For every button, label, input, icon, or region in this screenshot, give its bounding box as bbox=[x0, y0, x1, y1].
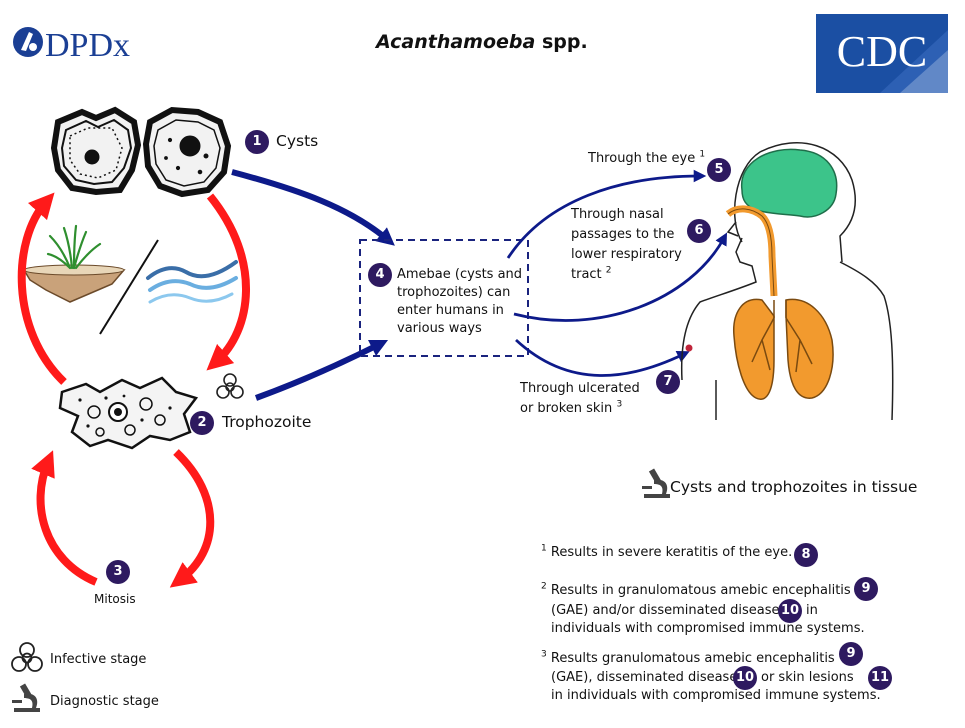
stage-5-footnote: 1 bbox=[699, 149, 706, 160]
footnote-2-line-1: 2 Results in granulomatous amebic enceph… bbox=[541, 581, 851, 598]
legend-diagnostic-label: Diagnostic stage bbox=[50, 694, 159, 709]
lungs-icon bbox=[733, 298, 834, 400]
footnote-1: 1 Results in severe keratitis of the eye… bbox=[541, 543, 793, 560]
soil-icon bbox=[22, 224, 126, 303]
entry-route-arrows bbox=[506, 169, 728, 377]
footnote-3-line-3: in individuals with compromised immune s… bbox=[551, 688, 881, 703]
stage-6-line-2: passages to the bbox=[571, 227, 675, 242]
cdc-logo-text: CDC bbox=[837, 27, 927, 76]
footnote-3-badge-11: 11 bbox=[868, 666, 892, 690]
footnote-2-badge-9: 9 bbox=[854, 577, 878, 601]
brain-icon bbox=[741, 148, 838, 218]
divider-line bbox=[99, 239, 159, 335]
entry-box bbox=[359, 239, 529, 357]
stage-6-line-3: lower respiratory bbox=[571, 247, 682, 262]
stage-6-line-1: Through nasal bbox=[571, 207, 664, 222]
stage-7-line-2: or broken skin 3 bbox=[520, 399, 623, 416]
cyst-drawing-2 bbox=[142, 106, 232, 198]
stage-7-footnote: 3 bbox=[616, 399, 623, 410]
stage-4-line-3: enter humans in bbox=[397, 303, 504, 318]
stage-3-label: Mitosis bbox=[94, 592, 136, 606]
legend-biohazard-icon bbox=[11, 642, 43, 672]
cycle-arrows bbox=[17, 192, 250, 588]
stage-6-footnote: 2 bbox=[605, 265, 612, 276]
dpdx-logo: DPDx bbox=[13, 27, 130, 64]
footnote-3-line-2b: or skin lesions bbox=[761, 670, 854, 685]
transmission-arrows bbox=[231, 169, 395, 401]
stage-5-badge: 5 bbox=[707, 158, 731, 182]
stage-4-line-1: Amebae (cysts and bbox=[397, 267, 523, 282]
genus-name: Acanthamoeba bbox=[376, 31, 536, 53]
water-icon bbox=[146, 260, 238, 304]
footnote-3-badge-10: 10 bbox=[733, 666, 757, 690]
biohazard-icon bbox=[216, 373, 244, 399]
tissue-label: Cysts and trophozoites in tissue bbox=[670, 478, 918, 496]
human-body-outline bbox=[680, 142, 894, 421]
footnote-2-badge-10: 10 bbox=[778, 599, 802, 623]
footnote-2-line-2a: (GAE) and/or disseminated disease bbox=[551, 603, 780, 618]
legend-infective-label: Infective stage bbox=[50, 652, 147, 667]
stage-5-label: Through the eye 1 bbox=[588, 149, 706, 166]
stage-2-label: Trophozoite bbox=[222, 413, 312, 431]
footnote-2-line-2b: in bbox=[806, 603, 818, 618]
dpdx-logo-text: DPDx bbox=[45, 27, 130, 64]
skin-lesion-icon bbox=[685, 344, 693, 352]
footnote-1-badge: 8 bbox=[794, 543, 818, 567]
page-title: Acanthamoeba spp. bbox=[376, 31, 588, 53]
species-abbrev: spp. bbox=[535, 31, 588, 53]
trophozoite-drawing bbox=[58, 376, 199, 450]
stage-2-badge: 2 bbox=[190, 411, 214, 435]
stage-3-badge: 3 bbox=[106, 560, 130, 584]
stage-4-line-4: various ways bbox=[397, 321, 482, 336]
stage-7-line-1: Through ulcerated bbox=[520, 381, 640, 396]
legend-microscope-icon bbox=[12, 683, 40, 712]
cyst-drawing-1 bbox=[50, 106, 142, 196]
footnote-2-line-3: individuals with compromised immune syst… bbox=[551, 621, 865, 636]
footnote-3-line-1: 3 Results granulomatous amebic encephali… bbox=[541, 649, 835, 666]
cdc-logo: CDC bbox=[816, 14, 948, 93]
microscope-icon bbox=[642, 468, 670, 498]
footnote-3-badge-9: 9 bbox=[839, 642, 863, 666]
footnote-3-line-2a: (GAE), disseminated disease bbox=[551, 670, 738, 685]
stage-7-badge: 7 bbox=[656, 370, 680, 394]
stage-4-badge: 4 bbox=[368, 263, 392, 287]
stage-1-badge: 1 bbox=[245, 130, 269, 154]
stage-6-line-4: tract 2 bbox=[571, 265, 612, 282]
stage-6-badge: 6 bbox=[687, 219, 711, 243]
stage-1-label: Cysts bbox=[276, 132, 319, 150]
stage-4-line-2: trophozoites) can bbox=[397, 285, 511, 300]
